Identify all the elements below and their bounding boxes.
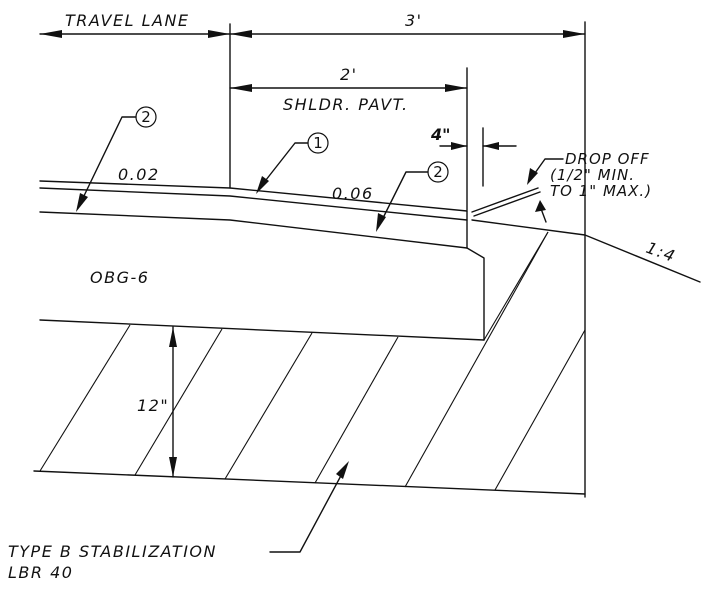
shoulder-pavement-label: SHLDR. PAVT. [283,95,409,114]
dimension-twelve-inch: 12" [137,326,177,478]
four-inch-label: 4" [430,125,450,144]
slope-label-006: 0.06 [332,184,374,203]
dimension-shoulder-pavement: 2' SHLDR. PAVT. [229,65,468,211]
slope-label-002: 0.02 [118,165,160,184]
stabilization-hatching [39,231,586,491]
slope-label-1-4: 1:4 [644,238,679,266]
drop-off-line-3: TO 1" MAX.) [550,182,652,200]
dimension-four-inch: 4" [430,125,517,187]
callout-one-number: 1 [313,134,323,152]
two-foot-label: 2' [340,65,358,84]
stabilization-note: TYPE B STABILIZATION LBR 40 [8,461,349,582]
callout-two-right-number: 2 [433,163,443,181]
callout-one: 1 [256,132,329,194]
base-course-label: OBG-6 [90,268,149,287]
drop-off-line-2: (1/2" MIN. [550,166,635,184]
dimension-travel-lane: TRAVEL LANE 3' [39,11,586,498]
stabilization-label-line-1: TYPE B STABILIZATION [8,542,217,561]
callout-two-left: 2 [76,106,157,212]
callout-two-right: 2 [376,161,449,232]
travel-lane-label: TRAVEL LANE [65,11,190,30]
three-foot-label: 3' [405,11,423,30]
drop-off-line-1: DROP OFF [565,150,650,168]
callout-two-left-number: 2 [141,108,151,126]
stabilization-label-line-2: LBR 40 [8,563,73,582]
twelve-inch-label: 12" [137,396,169,415]
drop-off-note: DROP OFF (1/2" MIN. TO 1" MAX.) [527,150,652,223]
pavement-layers [33,180,701,495]
